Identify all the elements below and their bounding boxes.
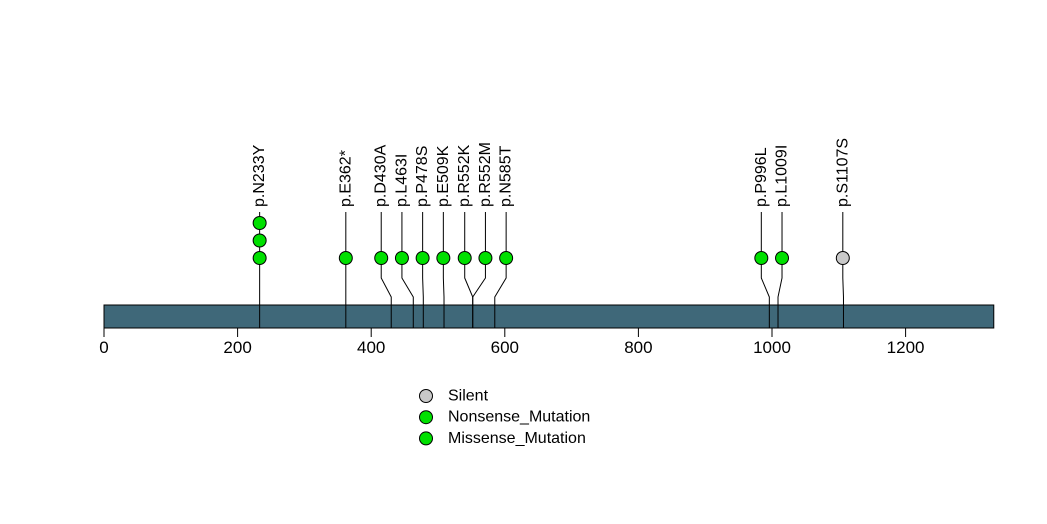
mutation-marker — [252, 251, 267, 265]
axis-tick-label: 400 — [357, 338, 385, 357]
legend-marker-missense_mutation — [419, 431, 433, 446]
legend-marker-nonsense_mutation — [419, 410, 433, 425]
mutation-label: p.E362* — [337, 150, 354, 207]
mutation-marker — [252, 233, 267, 248]
protein-bar-group — [103, 304, 995, 329]
legend-label: Nonsense_Mutation — [448, 409, 590, 426]
lollipop-stem — [380, 212, 392, 328]
mutation-marker — [775, 251, 790, 265]
lollipop-stem — [401, 212, 414, 328]
axis-tick-label: 600 — [491, 338, 519, 357]
mutation-label: p.E509K — [435, 145, 452, 207]
mutation-label: p.L463I — [393, 154, 410, 207]
mutation-marker — [252, 216, 267, 230]
protein-bar — [103, 304, 995, 329]
axis-tick-label: 200 — [223, 338, 251, 357]
mutation-marker — [415, 251, 430, 265]
mutation-markers-group — [252, 216, 850, 265]
mutation-label: p.P478S — [414, 146, 431, 207]
legend-marker-silent — [419, 389, 433, 403]
mutation-marker — [338, 251, 353, 265]
mutation-marker — [499, 251, 514, 265]
lollipop-stem — [777, 212, 783, 328]
lollipop-stem — [760, 212, 770, 328]
axis-tick-label: 1200 — [887, 338, 925, 357]
mutation-label: p.N585T — [498, 145, 515, 207]
mutation-marker — [436, 251, 451, 265]
mutation-label: p.P996L — [753, 147, 770, 207]
mutation-marker — [394, 251, 409, 265]
mutation-label: p.L1009I — [774, 145, 791, 207]
axis-tick-label: 1000 — [753, 338, 791, 357]
lollipop-stem — [422, 212, 424, 328]
mutation-marker — [478, 251, 493, 265]
lollipop-stem — [472, 212, 486, 328]
mutation-marker — [457, 251, 472, 265]
lollipop-stems-group — [259, 212, 844, 328]
mutation-marker — [835, 251, 850, 265]
axis-tick-label: 800 — [624, 338, 652, 357]
lollipop-stem — [842, 212, 844, 328]
lollipop-stem — [494, 212, 507, 328]
lollipop-stem — [442, 212, 445, 328]
x-axis-group: 0 200 400 600 800 1000 1200 — [99, 328, 925, 357]
axis-tick-label: 0 — [99, 338, 108, 357]
legend-label: Silent — [448, 388, 489, 405]
mutation-label: p.N233Y — [251, 144, 268, 207]
mutation-marker — [754, 251, 769, 265]
mutation-label: p.S1107S — [834, 138, 851, 207]
legend-label: Missense_Mutation — [448, 430, 586, 447]
mutation-marker — [374, 251, 389, 265]
mutation-label: p.D430A — [373, 144, 390, 207]
mutation-label: p.R552M — [477, 142, 494, 207]
mutation-label: p.R552K — [456, 144, 473, 207]
